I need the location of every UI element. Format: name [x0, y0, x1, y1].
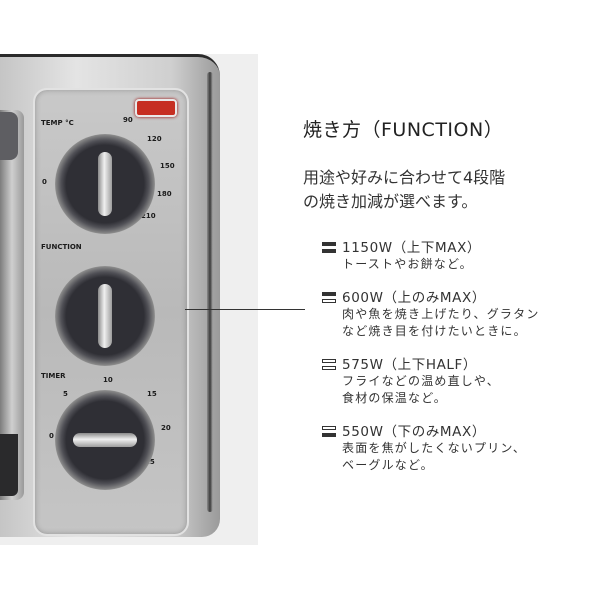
function-head: 550W（下のみMAX）: [342, 424, 486, 440]
description-line: 用途や好みに合わせて4段階: [303, 168, 506, 187]
function-head: 575W（上下HALF）: [342, 357, 477, 373]
heater-bottom-max-icon: [322, 426, 336, 438]
temp-tick: 210: [141, 212, 156, 220]
section-title: 焼き方（FUNCTION）: [303, 119, 504, 141]
function-note: 食材の保温など。: [342, 391, 448, 405]
control-panel: TEMP °C 0 90 120 150 180 210 230 FUNCTIO…: [33, 88, 189, 536]
timer-tick: 20: [161, 424, 171, 432]
function-knob-grip: [98, 284, 112, 348]
function-item-575w: 575W（上下HALF） フライなどの温め直しや、 食材の保温など。: [322, 357, 592, 407]
door-glass: [0, 434, 18, 496]
power-lamp-icon: [135, 99, 177, 117]
heater-both-max-icon: [322, 242, 336, 254]
function-legend: 1150W（上下MAX） トーストやお餅など。 600W（上のみMAX） 肉や魚…: [322, 240, 592, 491]
timer-tick: 0: [49, 432, 54, 440]
temp-tick: 180: [157, 190, 172, 198]
function-note: など焼き目を付けたいときに。: [342, 324, 527, 338]
heater-both-half-icon: [322, 359, 336, 371]
function-note: ベーグルなど。: [342, 458, 434, 472]
callout-line: [185, 309, 305, 310]
temp-tick: 0: [42, 178, 47, 186]
function-note: 肉や魚を焼き上げたり、グラタン: [342, 307, 540, 321]
function-item-550w: 550W（下のみMAX） 表面を焦がしたくないプリン、 ベーグルなど。: [322, 424, 592, 474]
temp-tick: 90: [123, 116, 133, 124]
temp-knob[interactable]: [55, 134, 155, 234]
oven-edge: [207, 72, 213, 512]
function-head: 600W（上のみMAX）: [342, 290, 486, 306]
function-note: フライなどの温め直しや、: [342, 374, 500, 388]
function-dial-label: FUNCTION: [41, 243, 82, 251]
timer-knob-grip: [73, 433, 137, 447]
function-head: 1150W（上下MAX）: [342, 240, 482, 256]
timer-knob[interactable]: [55, 390, 155, 490]
function-note: 表面を焦がしたくないプリン、: [342, 441, 527, 455]
timer-tick: 15: [147, 390, 157, 398]
function-item-1150w: 1150W（上下MAX） トーストやお餅など。: [322, 240, 592, 273]
description-line: の焼き加減が選べます。: [303, 192, 478, 211]
heater-top-max-icon: [322, 292, 336, 304]
temp-knob-grip: [98, 152, 112, 216]
timer-tick: 10: [103, 376, 113, 384]
door-handle: [0, 112, 18, 160]
product-photo: TEMP °C 0 90 120 150 180 210 230 FUNCTIO…: [0, 54, 258, 545]
function-note: トーストやお餅など。: [342, 257, 473, 271]
function-item-600w: 600W（上のみMAX） 肉や魚を焼き上げたり、グラタン など焼き目を付けたいと…: [322, 290, 592, 340]
temp-tick: 120: [147, 135, 162, 143]
section-description: 用途や好みに合わせて4段階 の焼き加減が選べます。: [303, 166, 505, 214]
timer-dial-label: TIMER: [41, 372, 66, 380]
timer-tick: 5: [63, 390, 68, 398]
temp-dial-label: TEMP °C: [41, 119, 74, 127]
temp-tick: 150: [160, 162, 175, 170]
function-knob[interactable]: [55, 266, 155, 366]
